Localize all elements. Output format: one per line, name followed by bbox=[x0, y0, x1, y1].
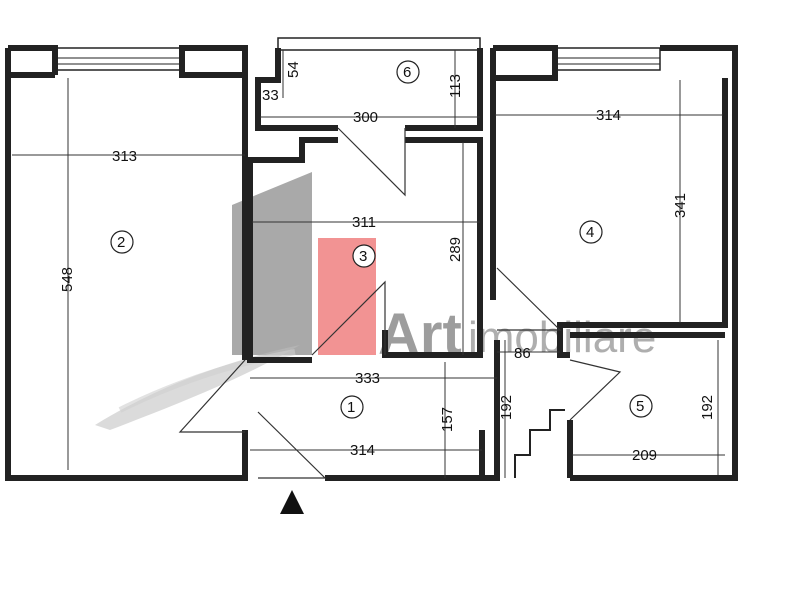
watermark-logo: Art imobiliare bbox=[95, 172, 656, 430]
room-label-5: 5 bbox=[629, 394, 653, 418]
room-label-4: 4 bbox=[579, 220, 603, 244]
dim-192-corridor: 192 bbox=[498, 395, 515, 420]
room-number-3: 3 bbox=[359, 248, 367, 265]
dim-548: 548 bbox=[59, 267, 76, 292]
dim-54: 54 bbox=[285, 61, 302, 78]
dimension-labels: 313 548 300 113 33 54 311 289 314 341 33… bbox=[59, 61, 716, 464]
wall-room5 bbox=[567, 332, 725, 478]
room-label-3: 3 bbox=[352, 244, 376, 268]
wall-corridor-left bbox=[479, 340, 500, 481]
room-circle-2 bbox=[110, 230, 134, 254]
outer-wall-top-left-2 bbox=[179, 45, 248, 78]
wall-room6-left bbox=[255, 48, 338, 131]
room-label-6: 6 bbox=[396, 60, 420, 84]
outer-wall-top-left bbox=[8, 45, 58, 78]
room-number-5: 5 bbox=[636, 398, 644, 415]
window-frame-left bbox=[54, 47, 183, 71]
dimension-lines bbox=[12, 50, 725, 478]
room-number-2: 2 bbox=[117, 234, 125, 251]
door-swing-room4 bbox=[496, 267, 562, 331]
room-number-6: 6 bbox=[403, 64, 411, 81]
walls bbox=[5, 37, 738, 481]
outer-wall-right bbox=[570, 45, 738, 481]
door-swing-room6 bbox=[337, 127, 406, 197]
window-frame-right bbox=[554, 47, 661, 71]
dim-333: 333 bbox=[355, 370, 380, 387]
wall-room6-right bbox=[405, 48, 483, 131]
dim-311: 311 bbox=[352, 214, 376, 231]
door-swing-room3 bbox=[311, 280, 386, 356]
dim-314-top: 314 bbox=[596, 107, 621, 124]
dim-209: 209 bbox=[632, 447, 657, 464]
logo-brush-stroke bbox=[95, 345, 300, 430]
dim-86: 86 bbox=[514, 345, 531, 362]
dim-289: 289 bbox=[447, 237, 464, 262]
room-number-4: 4 bbox=[586, 224, 594, 241]
dim-33: 33 bbox=[262, 87, 279, 104]
dim-113: 113 bbox=[447, 74, 464, 98]
dim-341: 341 bbox=[672, 193, 689, 218]
dim-313: 313 bbox=[112, 148, 137, 165]
door-swing-room2 bbox=[178, 359, 246, 433]
entrance-arrow-icon bbox=[280, 490, 304, 514]
room-circle-4 bbox=[579, 220, 603, 244]
wall-room4-bottom bbox=[557, 78, 728, 358]
door-swing-entrance bbox=[257, 411, 327, 479]
room-circle-3 bbox=[352, 244, 376, 268]
room-circle-1 bbox=[340, 395, 364, 419]
room-label-1: 1 bbox=[340, 395, 364, 419]
room-number-1: 1 bbox=[347, 399, 355, 416]
stairs bbox=[514, 409, 565, 478]
outer-wall-top-right bbox=[493, 45, 558, 81]
dim-300: 300 bbox=[353, 109, 378, 126]
room-circle-5 bbox=[629, 394, 653, 418]
door-swings bbox=[178, 127, 622, 479]
dim-314-bottom: 314 bbox=[350, 442, 375, 459]
logo-brush-stroke-2 bbox=[118, 349, 296, 413]
wall-room3-top bbox=[247, 137, 338, 363]
room-circle-6 bbox=[396, 60, 420, 84]
room-labels: 1 2 3 4 5 6 bbox=[110, 60, 653, 419]
room-label-2: 2 bbox=[110, 230, 134, 254]
outer-wall-left bbox=[5, 48, 248, 481]
dim-192-room5: 192 bbox=[699, 395, 716, 420]
dim-157: 157 bbox=[439, 407, 456, 432]
door-swing-room5 bbox=[569, 359, 622, 421]
window-frame-room6 bbox=[277, 37, 481, 51]
